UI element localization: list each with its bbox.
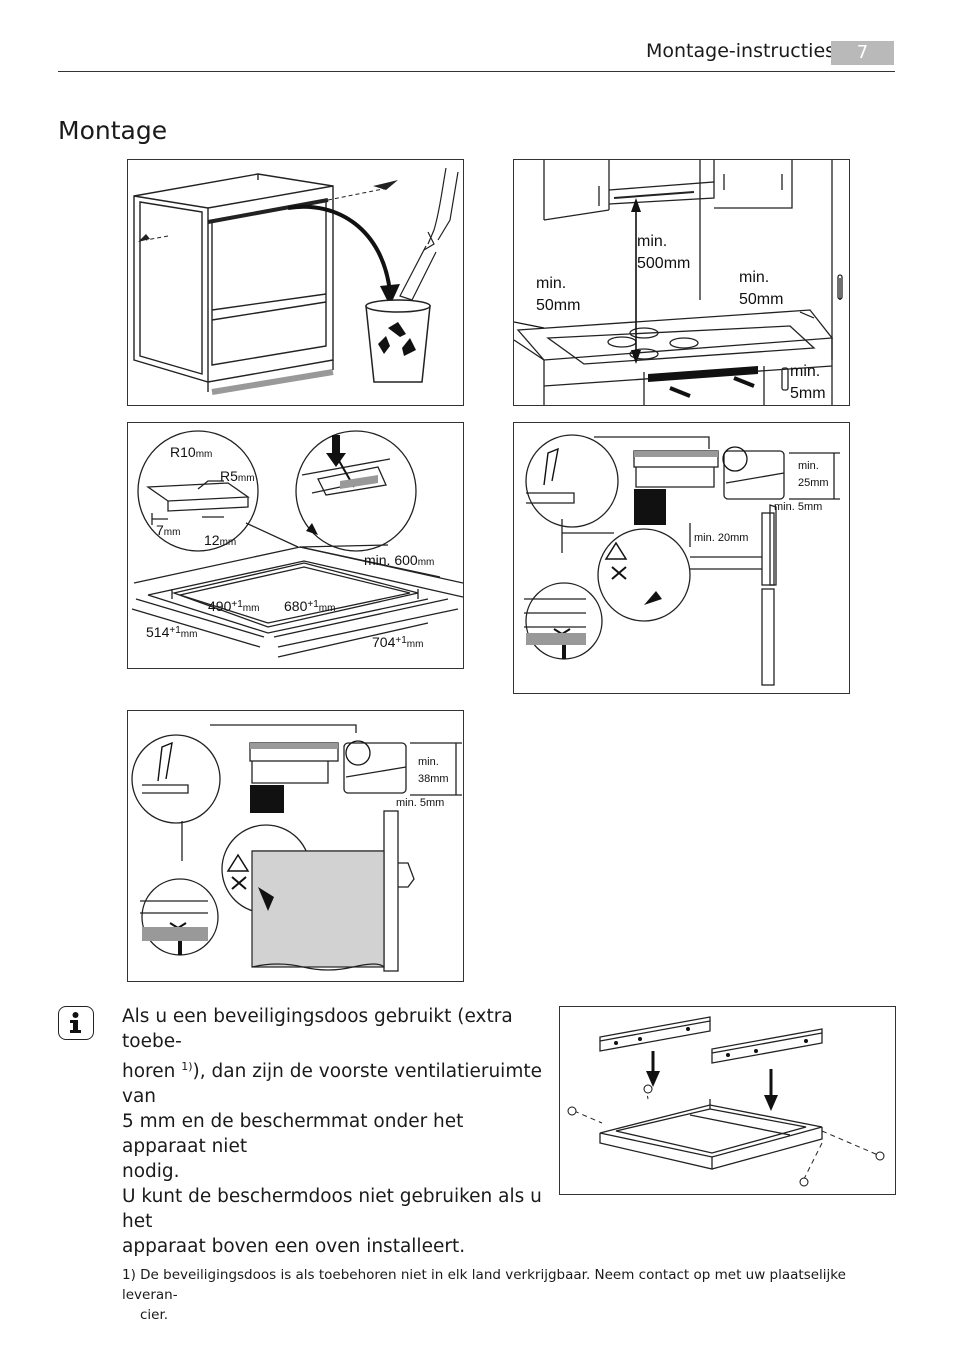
label-min: min. bbox=[418, 756, 439, 768]
footnote-line-1: 1) De beveiligingsdoos is als toebehoren… bbox=[122, 1267, 846, 1303]
footnote-line-2: cier. bbox=[140, 1307, 169, 1323]
label-704: 704+1mm bbox=[372, 634, 423, 650]
label-min20mm: min. 20mm bbox=[694, 532, 748, 544]
info-line-5: U kunt de beschermdoos niet gebruiken al… bbox=[122, 1186, 542, 1233]
figure-cabinet-removal bbox=[127, 159, 464, 406]
label-r10: R10mm bbox=[170, 444, 212, 460]
label-min50-left-1: min. bbox=[536, 275, 566, 292]
label-min5-2: 5mm bbox=[790, 385, 826, 402]
label-680: 680+1mm bbox=[284, 598, 335, 614]
label-min50-left-2: 50mm bbox=[536, 297, 580, 314]
label-490: 490+1mm bbox=[208, 598, 259, 614]
info-line-2: horen 1)), dan zijn de voorste ventilati… bbox=[122, 1060, 542, 1108]
figure-worktop-drawer: min. 25mm min. 5mm min. 20mm bbox=[513, 422, 850, 694]
figure-worktop-oven: min. 38mm min. 5mm bbox=[127, 710, 464, 982]
label-min5-1: min. bbox=[790, 363, 820, 380]
page-title: Montage bbox=[58, 116, 168, 145]
label-min600: min. 600mm bbox=[364, 552, 434, 568]
label-38mm: 38mm bbox=[418, 773, 449, 785]
label-25mm: 25mm bbox=[798, 477, 829, 489]
info-line-3: 5 mm en de beschermmat onder het apparaa… bbox=[122, 1111, 464, 1158]
info-line-1: Als u een beveiligingsdoos gebruikt (ext… bbox=[122, 1006, 513, 1052]
label-min50-right-2: 50mm bbox=[739, 291, 783, 308]
label-min: min. bbox=[798, 460, 819, 472]
header-section-title: Montage-instructies bbox=[646, 40, 836, 62]
info-icon bbox=[58, 1006, 94, 1040]
label-r5: R5mm bbox=[220, 468, 255, 484]
figure-protection-box bbox=[559, 1006, 896, 1195]
label-12mm: 12mm bbox=[204, 532, 236, 548]
figure-hood-clearance: min. 500mm min. 50mm min. 50mm min. 5mm bbox=[513, 159, 850, 406]
label-min500-2: 500mm bbox=[637, 255, 690, 272]
header-rule bbox=[58, 71, 895, 72]
footnote: 1) De beveiligingsdoos is als toebehoren… bbox=[122, 1265, 898, 1325]
info-line-6: apparaat boven een oven installeert. bbox=[122, 1236, 466, 1258]
label-min50-right-1: min. bbox=[739, 269, 769, 286]
info-line-4: nodig. bbox=[122, 1161, 180, 1183]
info-text-block: Als u een beveiligingsdoos gebruikt (ext… bbox=[122, 1004, 552, 1259]
label-514: 514+1mm bbox=[146, 624, 197, 640]
label-7mm: 7mm bbox=[156, 522, 180, 538]
label-min500-1: min. bbox=[637, 233, 667, 250]
label-min5mm: min. 5mm bbox=[396, 797, 444, 809]
figure-cutout-dimensions: R10mm R5mm 7mm 12mm min. 600mm 490+1mm 6… bbox=[127, 422, 464, 669]
page-number: 7 bbox=[831, 41, 894, 65]
label-min5mm: min. 5mm bbox=[774, 501, 822, 513]
